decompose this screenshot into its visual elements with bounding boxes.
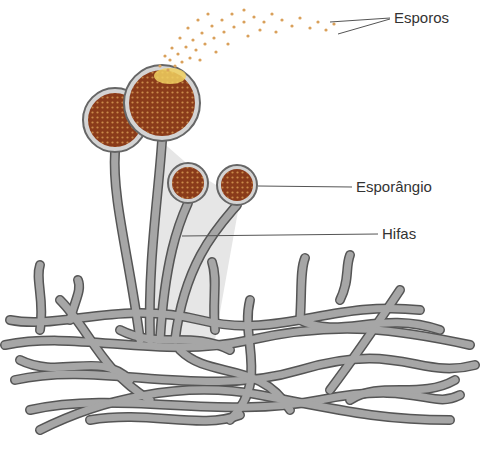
sporangium	[168, 163, 208, 203]
sporangia	[83, 65, 257, 205]
opening-highlight	[154, 68, 186, 84]
hyphae-tube	[5, 141, 475, 430]
part-label: Esporos	[394, 9, 449, 27]
sporangium	[217, 165, 257, 205]
part-label: Hifas	[382, 225, 416, 243]
part-label: Esporângio	[356, 178, 432, 196]
released-spores	[158, 8, 335, 71]
leader-line	[182, 234, 378, 236]
leader-line	[338, 19, 390, 34]
sporangium-core	[221, 169, 253, 201]
sporangium-spores	[221, 169, 253, 201]
sporangium-spores	[172, 167, 204, 199]
sporangium-core	[172, 167, 204, 199]
hyphae-outline	[5, 141, 475, 430]
leader-line	[258, 186, 352, 187]
leader-lines	[182, 18, 390, 236]
sporangium	[124, 65, 200, 141]
